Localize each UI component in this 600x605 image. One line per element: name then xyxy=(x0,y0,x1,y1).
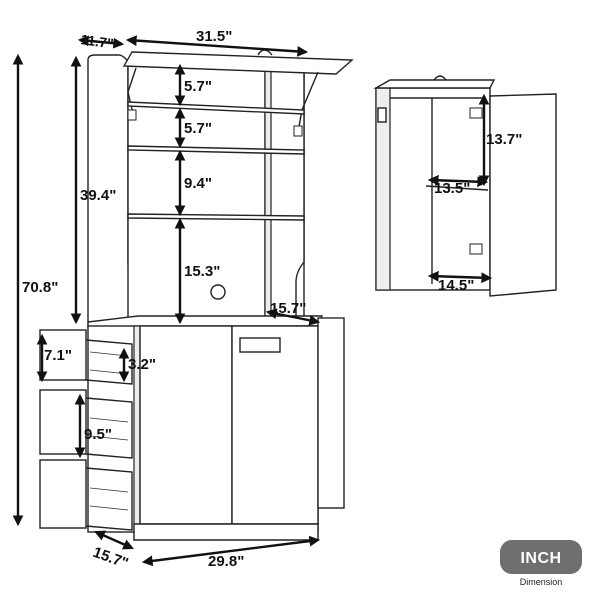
shelves xyxy=(127,101,305,221)
unit-badge: INCH Dimension xyxy=(500,540,582,587)
drawer-3 xyxy=(39,459,87,529)
label-hutch-bottom: 15.3" xyxy=(184,263,220,280)
detail-door xyxy=(489,93,557,297)
label-hutch-height: 39.4" xyxy=(80,187,116,204)
plinth xyxy=(133,523,319,541)
left-door xyxy=(139,325,233,525)
unit-badge-bg xyxy=(500,540,582,574)
right-door xyxy=(231,325,319,525)
label-cab-inner-width: 13.5" xyxy=(434,180,470,197)
label-base-width: 29.8" xyxy=(208,553,244,570)
label-top-width: 31.5" xyxy=(196,28,232,45)
open-door-panel xyxy=(317,317,345,509)
label-drawer-inner-1: 3.2" xyxy=(128,356,156,373)
lid-strut-left xyxy=(127,67,137,119)
unit-caption: Dimension xyxy=(520,577,563,587)
side-cabinet-detail xyxy=(373,75,557,297)
dimension-arrows xyxy=(12,35,493,567)
main-cabinet xyxy=(39,49,354,541)
label-drawer-height-1: 7.1" xyxy=(44,347,72,364)
unit-badge-label: INCH xyxy=(520,550,561,567)
cable-hole xyxy=(210,284,226,300)
label-drawer-height-2: 9.5" xyxy=(84,426,112,443)
label-base-depth: 15.7" xyxy=(91,544,131,572)
label-cab-upper-height: 13.7" xyxy=(486,131,522,148)
label-shelf-gap-2: 5.7" xyxy=(184,120,212,137)
label-shelf-gap-1: 5.7" xyxy=(184,78,212,95)
label-plate xyxy=(239,337,281,353)
label-shelf-gap-3: 9.4" xyxy=(184,175,212,192)
label-top-depth: 11.7" xyxy=(80,31,115,51)
label-total-height: 70.8" xyxy=(22,279,58,296)
label-counter-depth: 15.7" xyxy=(270,300,306,317)
label-cab-outer-width: 14.5" xyxy=(438,277,474,294)
